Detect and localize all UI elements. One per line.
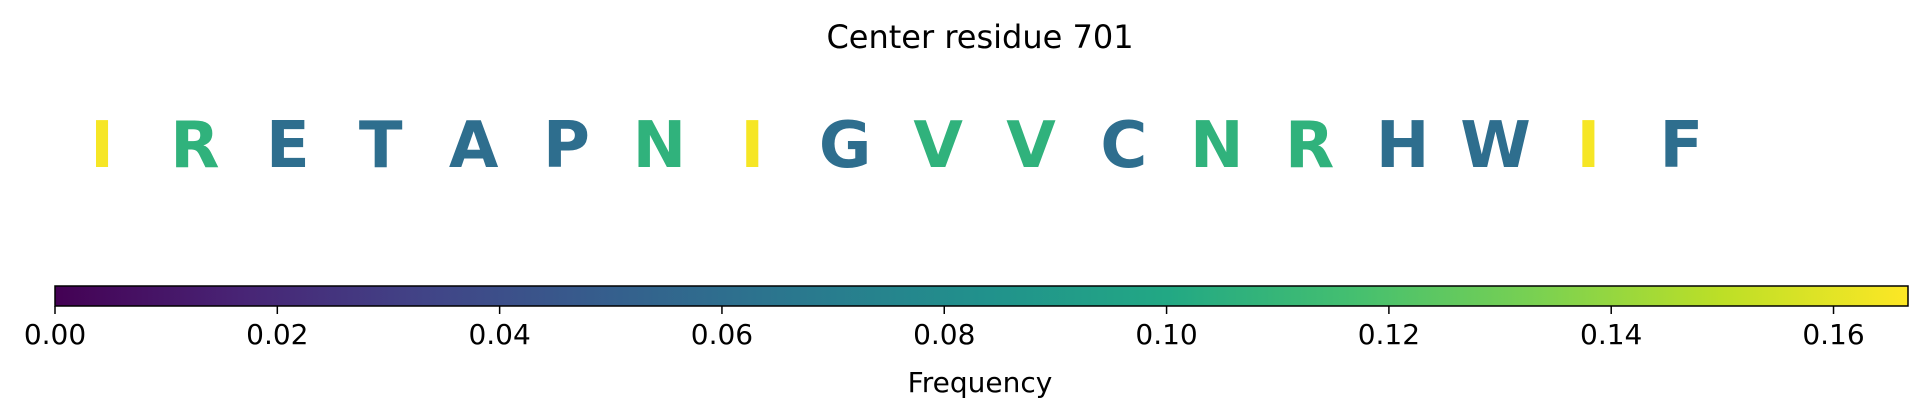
colorbar-tick-label: 0.00 bbox=[24, 318, 86, 351]
residue-letter: W bbox=[1460, 109, 1531, 183]
colorbar-tick-label: 0.10 bbox=[1135, 318, 1197, 351]
colorbar-ticks: 0.00 0.02 0.04 0.06 0.08 0.10 0.12 0.14 0.16 bbox=[24, 306, 1865, 351]
colorbar-tick-label: 0.16 bbox=[1802, 318, 1864, 351]
colorbar-tick-label: 0.06 bbox=[691, 318, 753, 351]
residue-letter: P bbox=[543, 109, 590, 183]
residue-letter: F bbox=[1659, 109, 1703, 183]
residue-letter: T bbox=[359, 109, 403, 183]
residue-letter: G bbox=[819, 109, 872, 183]
residue-letter: N bbox=[1190, 109, 1244, 183]
residue-letter: I bbox=[90, 109, 114, 183]
residue-letter: C bbox=[1100, 109, 1147, 183]
residue-letter: E bbox=[266, 109, 310, 183]
residue-letter: N bbox=[633, 109, 687, 183]
colorbar-tick-label: 0.04 bbox=[468, 318, 530, 351]
residue-letter: I bbox=[740, 109, 764, 183]
residue-letter: V bbox=[913, 109, 963, 183]
residue-letter: I bbox=[1576, 109, 1600, 183]
residue-letter: R bbox=[1285, 109, 1334, 183]
chart-title: Center residue 701 bbox=[826, 18, 1133, 56]
colorbar-tick-label: 0.14 bbox=[1580, 318, 1642, 351]
colorbar-tick-label: 0.08 bbox=[913, 318, 975, 351]
colorbar-tick-label: 0.02 bbox=[246, 318, 308, 351]
residue-letter: V bbox=[1006, 109, 1056, 183]
colorbar-label: Frequency bbox=[908, 366, 1053, 399]
colorbar bbox=[54, 285, 1909, 307]
residue-letter: A bbox=[449, 109, 499, 183]
residue-letter: R bbox=[170, 109, 219, 183]
residue-letter: H bbox=[1376, 109, 1430, 183]
colorbar-tick-label: 0.12 bbox=[1358, 318, 1420, 351]
